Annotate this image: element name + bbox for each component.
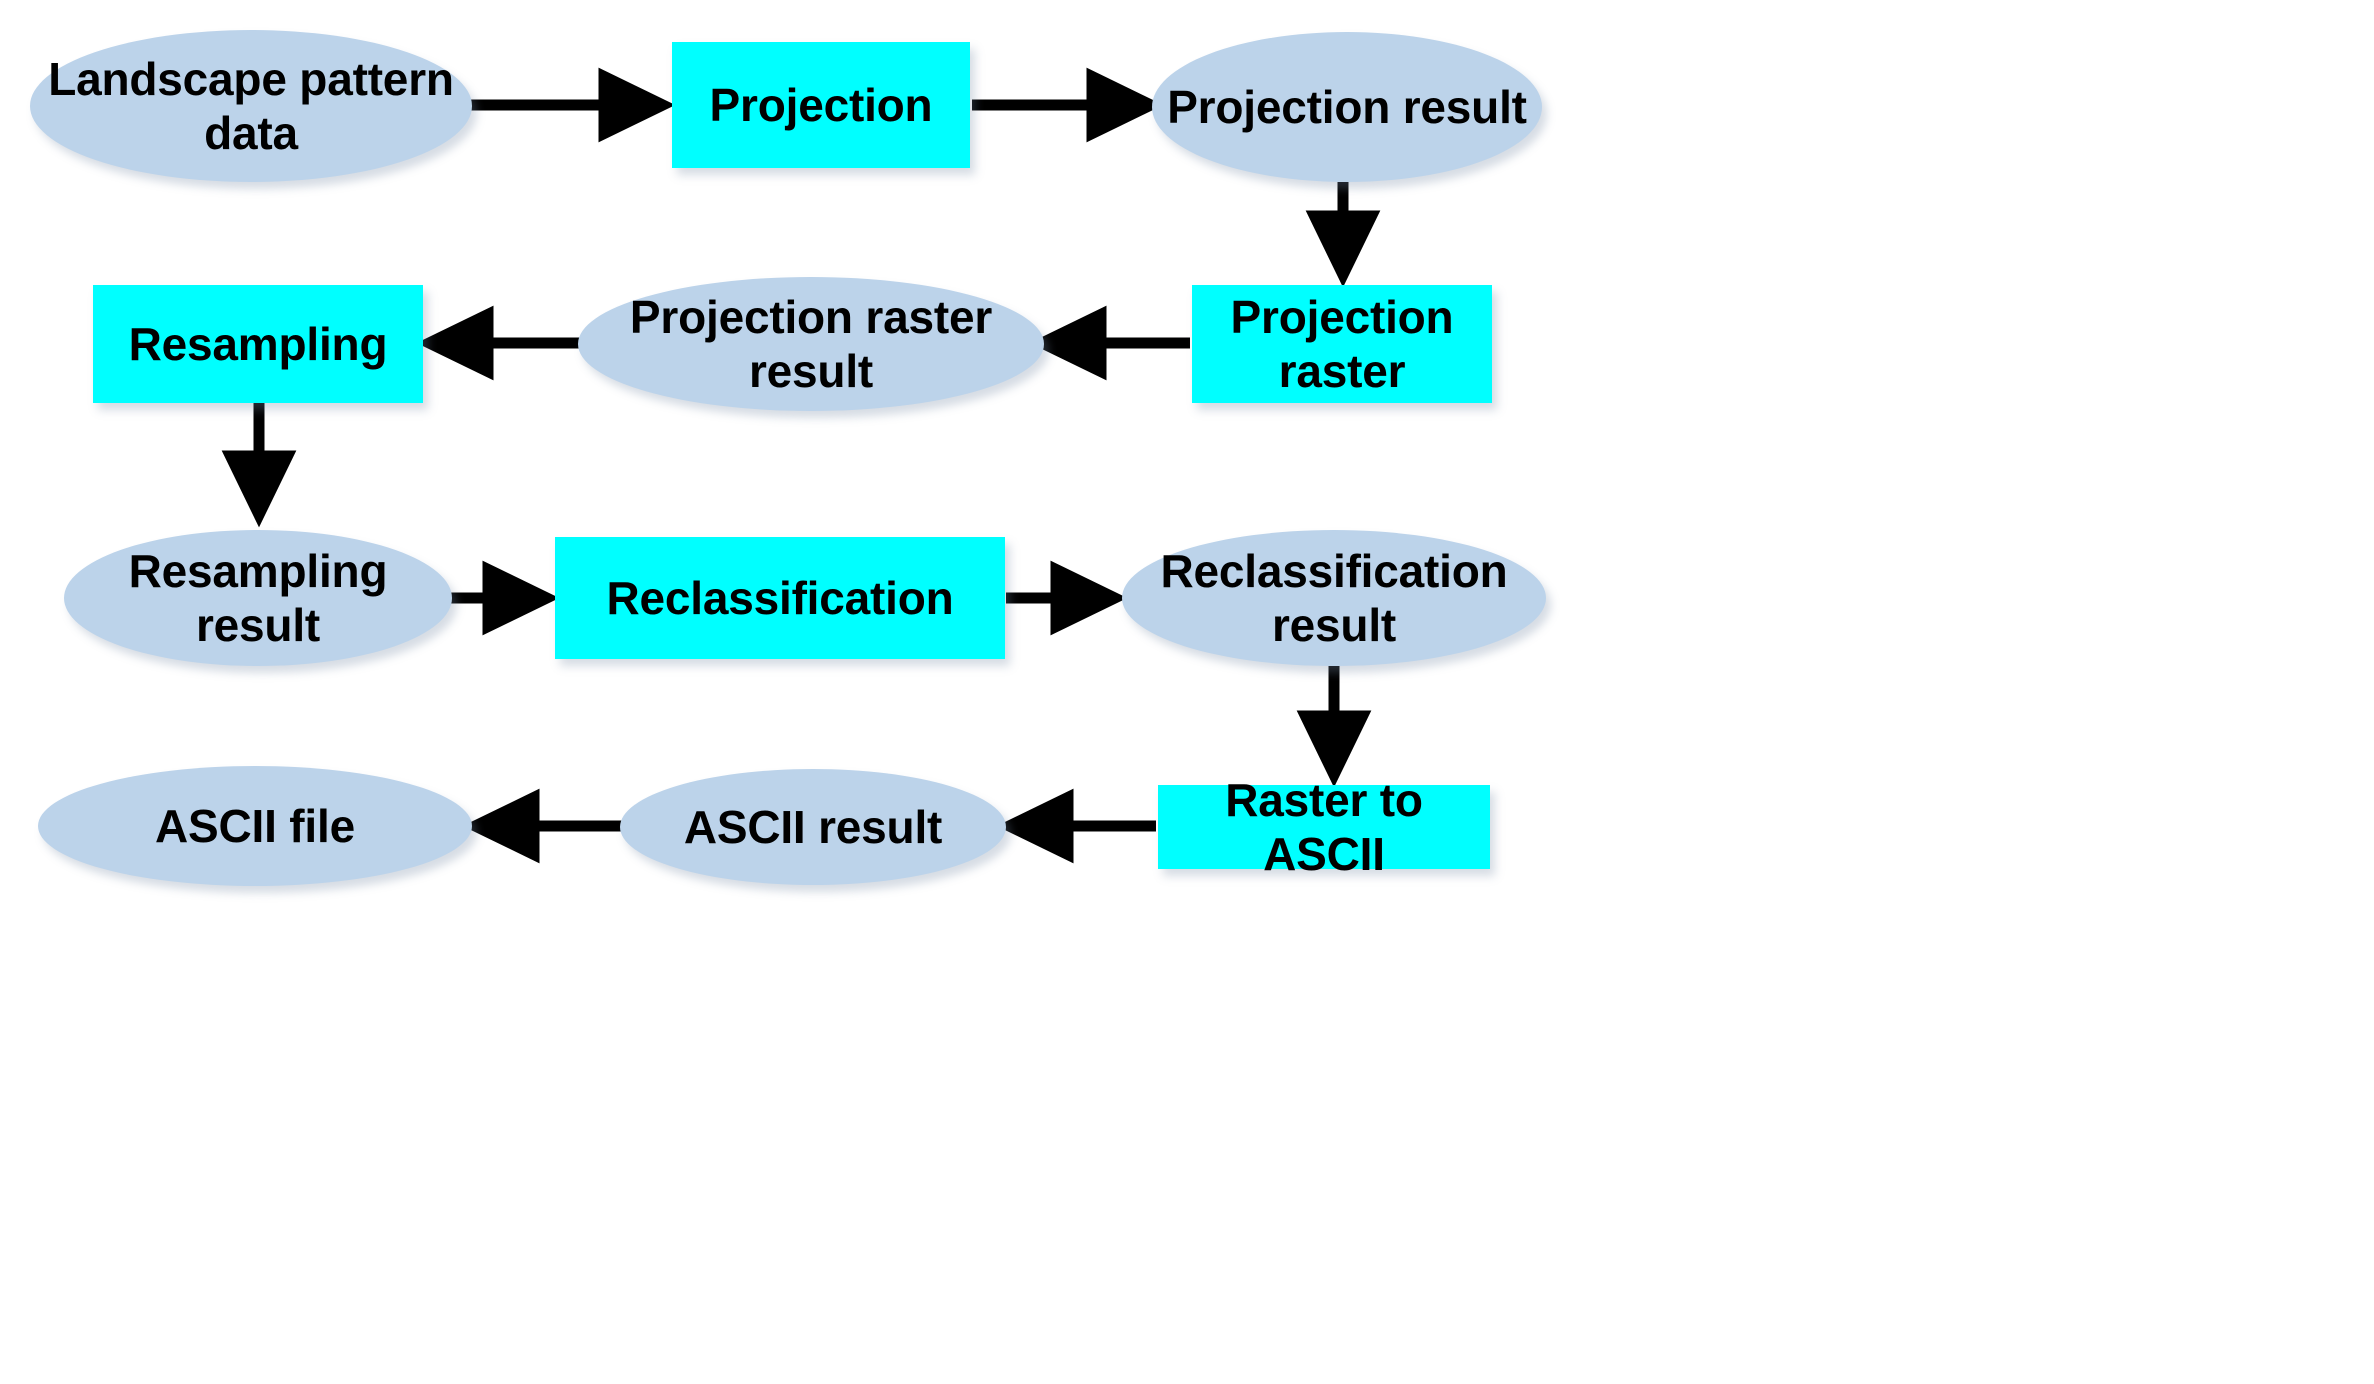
node-raster-to-ascii[interactable]: Raster to ASCII <box>1158 774 1490 880</box>
node-projection[interactable]: Projection <box>672 42 970 168</box>
node-ascii-result[interactable]: ASCII result <box>620 769 1006 885</box>
node-reclassification-result[interactable]: Reclassification result <box>1122 530 1546 666</box>
node-resampling[interactable]: Resampling <box>93 285 423 403</box>
node-projection-raster[interactable]: Projection raster <box>1192 285 1492 403</box>
node-ascii-file[interactable]: ASCII file <box>38 766 472 886</box>
node-reclassification[interactable]: Reclassification <box>555 537 1005 659</box>
node-projection-raster-result[interactable]: Projection raster result <box>578 277 1044 411</box>
node-projection-result[interactable]: Projection result <box>1152 32 1542 182</box>
node-resampling-result[interactable]: Resampling result <box>64 530 452 666</box>
node-landscape-pattern-data[interactable]: Landscape pattern data <box>30 30 472 182</box>
